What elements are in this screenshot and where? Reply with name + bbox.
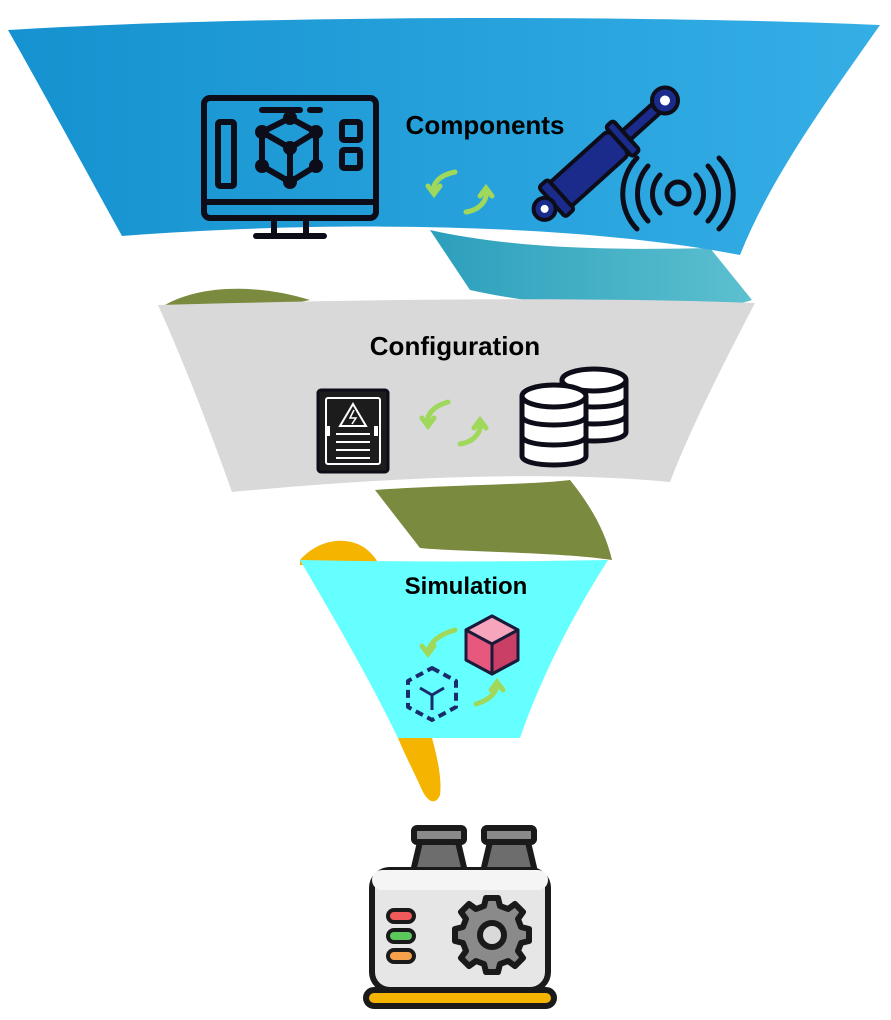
electrical-cabinet-icon [316, 388, 390, 474]
stage-label-simulation: Simulation [405, 573, 528, 600]
monitor-3d-model-icon [201, 95, 379, 239]
cycle-arrows-icon [419, 627, 506, 707]
database-icon [519, 366, 629, 468]
ribbon-orange [300, 540, 441, 802]
cycle-arrows-icon [425, 169, 495, 215]
hydraulic-cylinder-icon [531, 85, 680, 222]
dashed-cube-icon [406, 666, 458, 722]
industrial-machine-icon [363, 825, 557, 1009]
stage-label-configuration: Configuration [370, 331, 540, 361]
solid-cube-icon [464, 614, 520, 676]
ribbon-blue [430, 230, 752, 311]
stage-configuration: Configuration [158, 299, 755, 492]
stage-components: Components [8, 18, 880, 256]
stage-simulation: Simulation [300, 560, 608, 738]
sensor-signal-icon [620, 155, 736, 232]
stage-label-components: Components [406, 110, 565, 140]
cycle-arrows-icon [419, 399, 489, 447]
